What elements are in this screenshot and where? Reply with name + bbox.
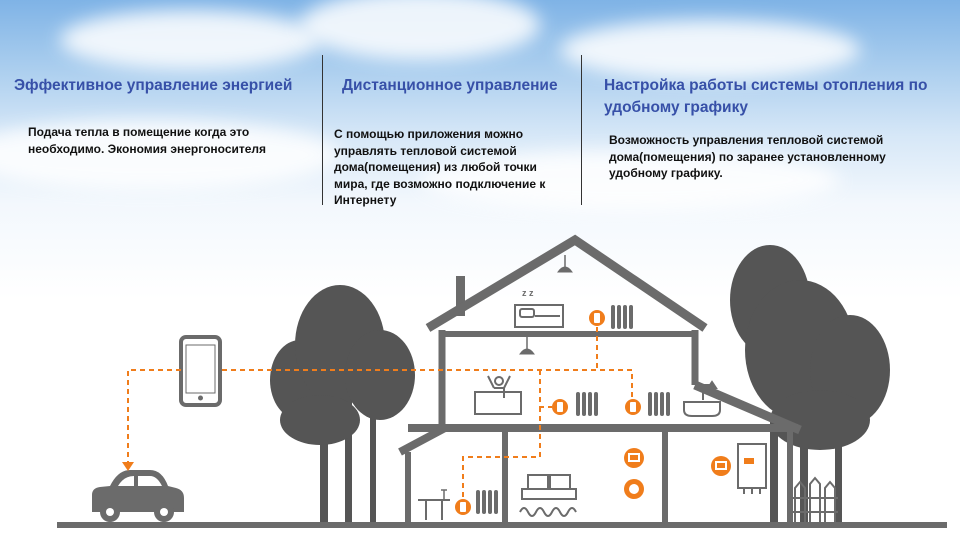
- ground-line: [57, 522, 947, 528]
- radiator-icon: [648, 392, 670, 416]
- thermostat-icon: [455, 499, 471, 515]
- thermostat-icon: [625, 399, 641, 415]
- sky-background: [0, 0, 960, 300]
- radiator-icon: [519, 507, 577, 517]
- person-icon: [474, 375, 522, 415]
- feature-remote-title: Дистанционное управление: [342, 77, 558, 94]
- ceiling-lamp-icon: [519, 255, 573, 355]
- radiator-icon: [611, 305, 633, 329]
- thermostat-icon: [589, 310, 605, 326]
- feature-schedule-text: Возможность управления тепловой системой…: [609, 133, 886, 180]
- boiler-icon: [737, 443, 767, 494]
- car-icon: [92, 470, 184, 522]
- feature-energy-title: Эффективное управление энергией: [14, 77, 293, 94]
- sofa-icon: [521, 474, 577, 500]
- house: [398, 234, 802, 522]
- thermostat-icon: [552, 399, 568, 415]
- network-connections: [127, 327, 633, 498]
- table-icon: [418, 489, 450, 520]
- smartphone-icon: [179, 335, 222, 407]
- connection-arrow: [122, 462, 134, 471]
- divider-2: [581, 55, 582, 205]
- control-panel-icon: [624, 479, 644, 499]
- radiator-icon: [476, 490, 498, 514]
- control-panel-icon: [711, 456, 731, 476]
- bathtub-icon: [683, 401, 721, 417]
- control-panel-icon: [624, 448, 644, 468]
- tree-icon: [730, 245, 890, 522]
- tree-icon: [270, 285, 415, 522]
- bed-icon: [514, 304, 564, 328]
- fence-icon: [792, 476, 838, 522]
- radiator-icon: [576, 392, 598, 416]
- feature-schedule-title: Настройка работы системы отопления по уд…: [604, 77, 928, 116]
- feature-energy-text: Подача тепла в помещение когда это необх…: [28, 125, 267, 156]
- feature-remote-text: С помощью приложения можно управлять теп…: [334, 127, 546, 207]
- shower-icon: [702, 380, 718, 400]
- divider-1: [322, 55, 323, 205]
- sleep-indicator: z z: [522, 288, 534, 298]
